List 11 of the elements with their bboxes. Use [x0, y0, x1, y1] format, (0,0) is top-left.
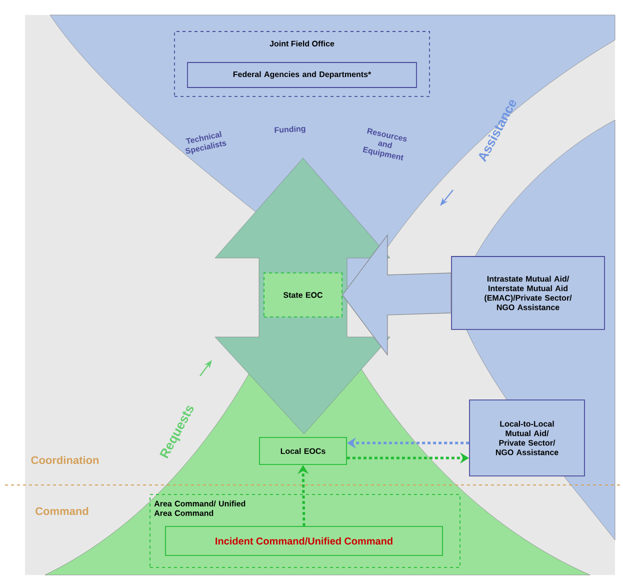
assistance-box: Local-to-Local Mutual Aid/ Private Sector/ NGO Assistance — [469, 400, 585, 476]
level-label: Coordination — [31, 456, 99, 464]
resource-label: Funding — [274, 126, 306, 134]
arrow — [342, 234, 452, 356]
resource-label: Technical Specialists — [186, 131, 226, 154]
assistance-box: Intrastate Mutual Aid/ Interstate Mutual Aid (EMAC)/Private Sector/ NGO Assistance — [451, 256, 605, 330]
command-box: Incident Command/Unified Command — [165, 526, 443, 556]
local-eocs-box: Local EOCs — [259, 437, 347, 465]
agency-box: Federal Agencies and Departments* — [187, 62, 417, 88]
level-label: Command — [36, 506, 88, 516]
state-eoc-box: State EOC — [264, 272, 342, 318]
